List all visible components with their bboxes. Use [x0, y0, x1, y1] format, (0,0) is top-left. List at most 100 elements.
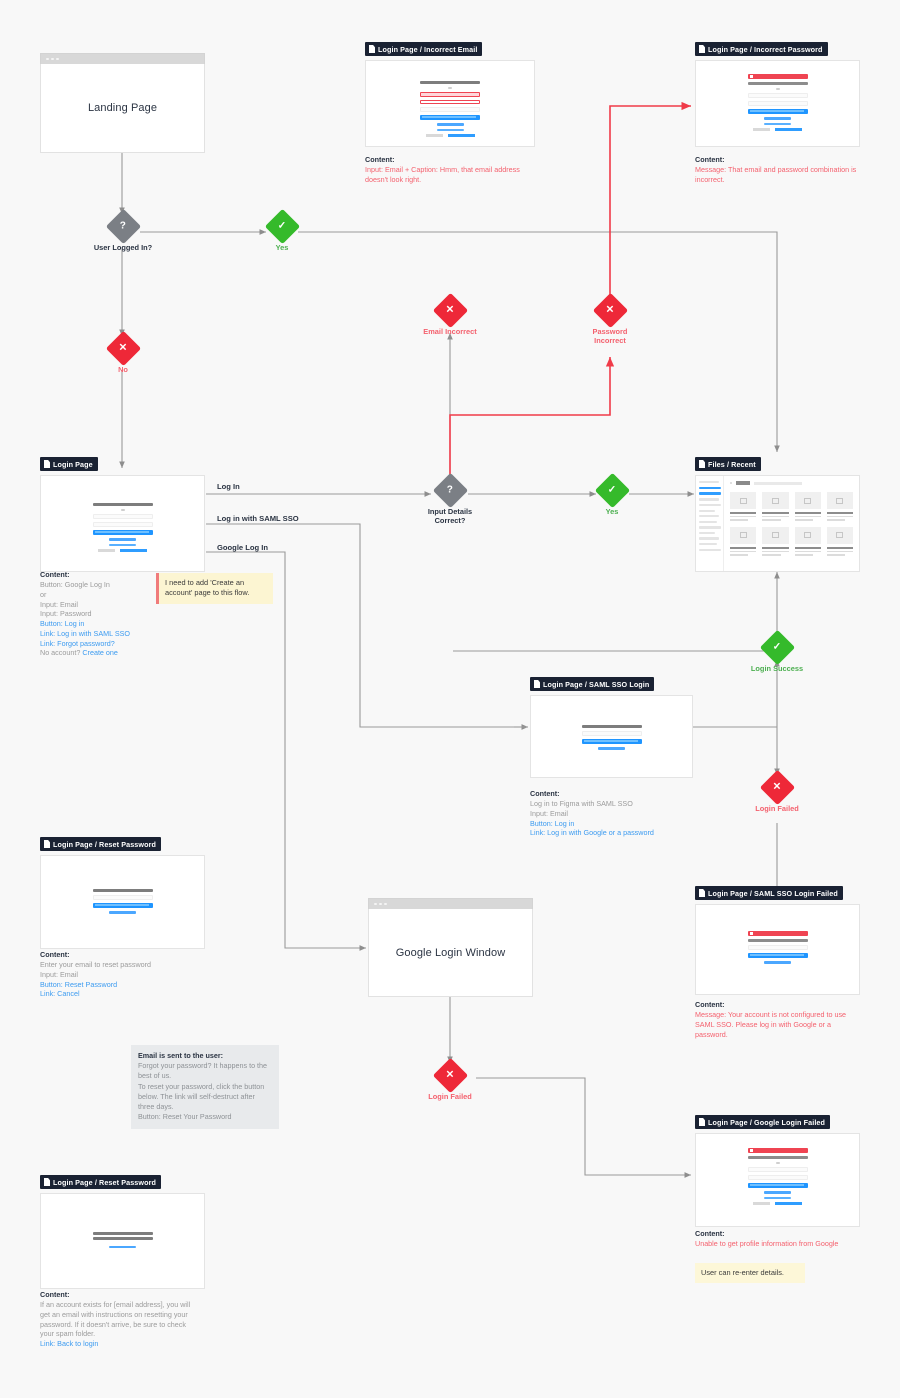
- content-line: Button: Log in: [40, 619, 85, 629]
- image-icon: [836, 532, 844, 539]
- content-line: If an account exists for [email address]…: [40, 1300, 191, 1339]
- file-name: [826, 512, 853, 514]
- window-dot-icon: [384, 902, 387, 906]
- file-meta: [730, 519, 749, 521]
- node-login-failed-google[interactable]: ✕ Login Failed: [416, 1057, 484, 1101]
- file-card[interactable]: [794, 526, 821, 556]
- question-icon: ?: [119, 220, 127, 232]
- file-name: [794, 512, 821, 514]
- sidebar-row: [699, 481, 719, 484]
- mock-footer-row: [748, 128, 808, 131]
- frame-login-page[interactable]: Login Page: [40, 455, 205, 572]
- wireframe-mock-reset-password: [92, 889, 153, 917]
- frame-saml-sso-login[interactable]: Login Page / SAML SSO Login: [530, 675, 693, 778]
- content-heading: Content:: [530, 789, 560, 798]
- check-icon: ✓: [607, 484, 617, 496]
- file-meta: [762, 515, 789, 518]
- mock-divider: [775, 88, 780, 90]
- mock-divider: [775, 1162, 780, 1164]
- frame-title-bar: Login Page / SAML SSO Login: [530, 677, 655, 691]
- sticky-note-reenter-details[interactable]: User can re-enter details.: [695, 1263, 805, 1284]
- toolbar-breadcrumb: [754, 481, 802, 485]
- node-logged-in-no[interactable]: ✕ No: [94, 330, 152, 374]
- file-name: [762, 512, 789, 514]
- content-line-gray: No account?: [40, 648, 83, 658]
- mock-link-google-or-password: [598, 747, 625, 750]
- node-caption: No: [118, 365, 128, 374]
- node-input-details-correct[interactable]: ? Input Details Correct?: [418, 472, 482, 526]
- image-icon: [836, 497, 844, 504]
- frame-reset-password-confirm[interactable]: Login Page / Reset Password: [40, 1173, 205, 1289]
- node-caption: Yes: [605, 507, 619, 516]
- content-saml-sso-login: Content: Log in to Figma with SAML SSO I…: [530, 789, 695, 838]
- node-caption: Login Failed: [428, 1092, 472, 1101]
- file-meta: [826, 519, 846, 521]
- image-icon: [739, 532, 747, 539]
- content-line: Button: Log in: [530, 818, 575, 828]
- frame-reset-password-request[interactable]: Login Page / Reset Password: [40, 835, 205, 949]
- landing-page-body: Landing Page: [40, 64, 205, 153]
- content-line: Link: Log in with SAML SSO: [40, 628, 131, 638]
- file-card[interactable]: [762, 492, 789, 521]
- file-card[interactable]: [826, 526, 853, 556]
- content-line: Message: That email and password combina…: [695, 165, 857, 184]
- file-meta: [794, 519, 813, 521]
- decision-diamond: ?: [432, 472, 468, 509]
- files-sidebar[interactable]: [696, 476, 724, 571]
- mock-footer-row: [420, 134, 480, 137]
- node-logged-in-yes[interactable]: ✓ Yes: [253, 208, 311, 252]
- content-heading: Content:: [40, 950, 70, 959]
- node-password-incorrect[interactable]: ✕ Password Incorrect: [578, 292, 642, 346]
- file-thumbnail: [730, 526, 757, 544]
- frame-incorrect-password[interactable]: Login Page / Incorrect Password: [695, 40, 860, 147]
- file-card[interactable]: [762, 526, 789, 556]
- frame-title-text: Login Page / Incorrect Password: [708, 44, 823, 54]
- content-line: Enter your email to reset password: [40, 960, 152, 970]
- frame-saml-sso-login-failed[interactable]: Login Page / SAML SSO Login Failed: [695, 884, 860, 995]
- file-card[interactable]: [826, 492, 853, 521]
- frame-title-bar: Login Page / Incorrect Password: [695, 42, 828, 56]
- content-line: Input: Email: [530, 808, 568, 818]
- frame-landing-page[interactable]: Landing Page: [40, 53, 205, 153]
- frame-title-text: Login Page: [53, 459, 93, 469]
- node-email-incorrect[interactable]: ✕ Email Incorrect: [411, 292, 489, 336]
- file-meta: [730, 550, 757, 553]
- node-input-yes[interactable]: ✓ Yes: [583, 472, 641, 516]
- content-google-login-failed: Content: Unable to get profile informati…: [695, 1229, 860, 1249]
- mock-link-forgot: [764, 122, 791, 125]
- content-line: or: [40, 589, 47, 599]
- frame-title-bar: Login Page / SAML SSO Login Failed: [695, 886, 843, 900]
- note-email-sent: Email is sent to the user: Forgot your p…: [131, 1045, 279, 1129]
- node-login-failed-saml[interactable]: ✕ Login Failed: [743, 769, 811, 813]
- file-thumbnail: [794, 526, 821, 544]
- mock-password-input: [747, 101, 808, 106]
- node-caption: Input Details Correct?: [427, 507, 473, 526]
- sidebar-row: [699, 531, 715, 535]
- content-heading: Content:: [695, 155, 725, 164]
- sidebar-row: [699, 526, 721, 529]
- file-card[interactable]: [794, 492, 821, 521]
- file-card[interactable]: [730, 526, 757, 556]
- frame-google-login-window[interactable]: Google Login Window: [368, 898, 533, 997]
- mock-divider: [448, 87, 452, 89]
- frame-title-text: Login Page / Reset Password: [53, 839, 156, 849]
- landing-page-label: Landing Page: [87, 102, 158, 114]
- file-meta: [762, 519, 781, 521]
- node-user-logged-in[interactable]: ? User Logged In?: [84, 208, 162, 252]
- file-meta: [794, 550, 821, 553]
- google-login-window-body: Google Login Window: [368, 909, 533, 997]
- node-login-success[interactable]: ✓ Login Success: [736, 629, 818, 673]
- content-heading: Content:: [40, 1290, 70, 1299]
- window-dot-icon: [46, 57, 49, 61]
- success-diamond: ✓: [594, 472, 630, 509]
- image-icon: [804, 497, 812, 504]
- content-incorrect-password: Content: Message: That email and passwor…: [695, 155, 860, 185]
- frame-google-login-failed[interactable]: Login Page / Google Login Failed: [695, 1113, 860, 1227]
- frame-incorrect-email[interactable]: Login Page / Incorrect Email: [365, 40, 535, 147]
- file-card[interactable]: [730, 492, 757, 521]
- mock-footer-text: [98, 549, 115, 552]
- file-meta: [794, 553, 813, 556]
- frame-files-recent[interactable]: Files / Recent: [695, 455, 860, 572]
- sticky-note-create-account[interactable]: I need to add 'Create an account' page t…: [156, 573, 273, 604]
- cross-icon: ✕: [445, 1069, 455, 1081]
